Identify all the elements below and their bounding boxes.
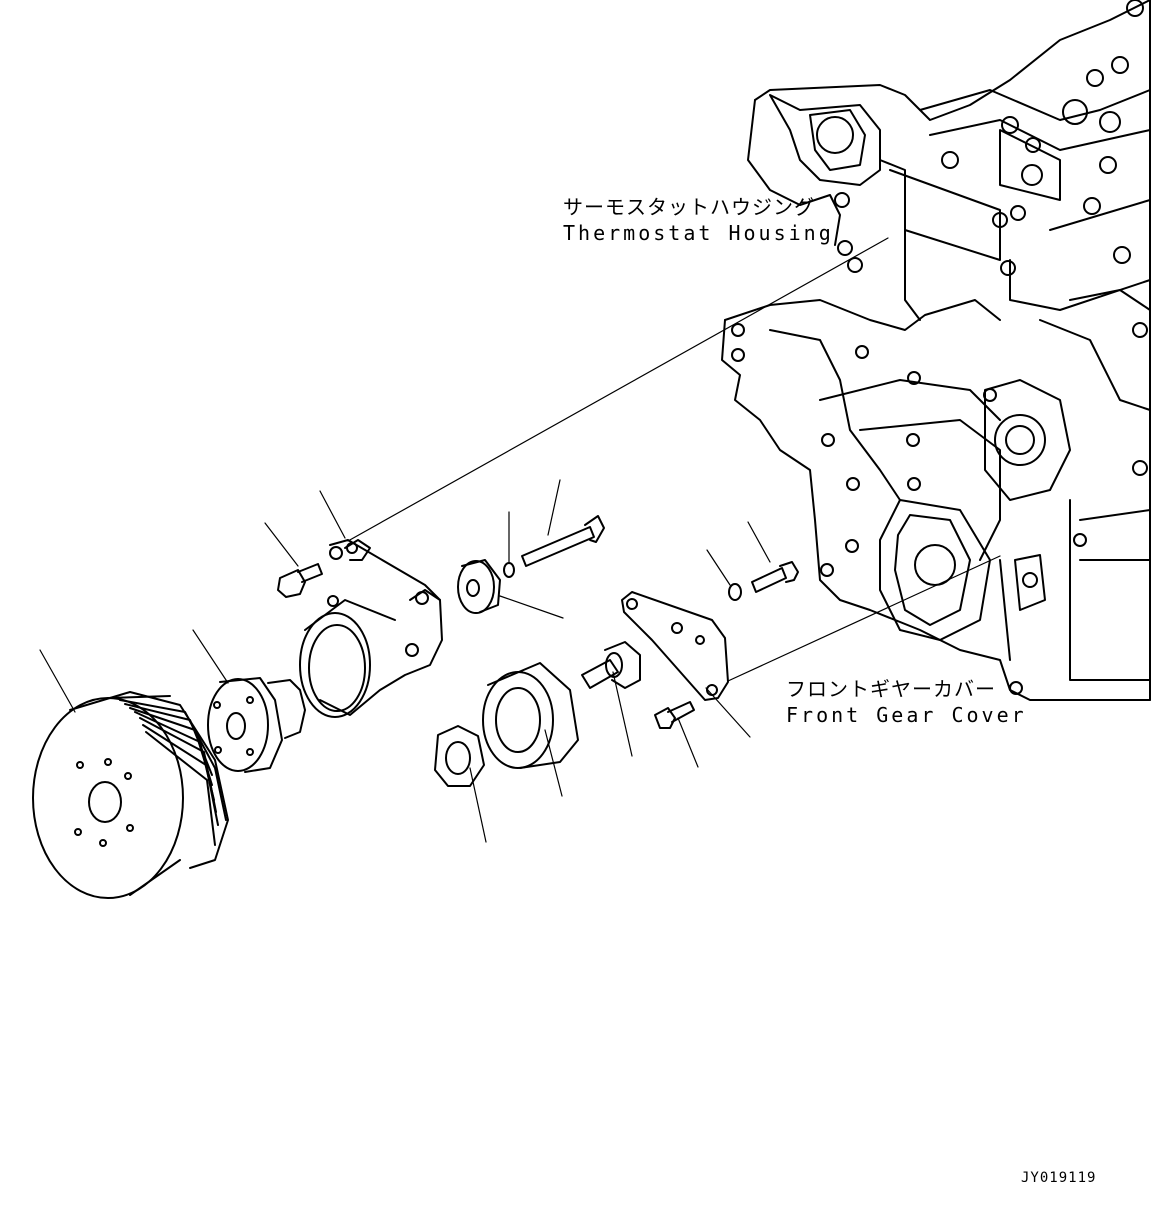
front-gear-cover-label-jp: フロントギヤーカバー (786, 677, 996, 701)
washer-2 (728, 583, 742, 601)
front-gear-cover-label-en: Front Gear Cover (786, 703, 1027, 727)
long-bolt (521, 515, 605, 567)
thermostat-housing-label: サーモスタットハウジング Thermostat Housing (563, 194, 834, 246)
cap-plate (457, 559, 501, 614)
drawing-code: JY019119 (1021, 1170, 1097, 1186)
thermostat-housing-label-en: Thermostat Housing (563, 221, 834, 245)
washer-1 (503, 562, 515, 578)
dust-cover (434, 725, 485, 787)
thermostat-housing-label-jp: サーモスタットハウジング (563, 195, 815, 219)
front-gear-cover-label: フロントギヤーカバー Front Gear Cover (786, 676, 1027, 728)
bolt-3 (654, 701, 695, 729)
assembly-lines (39, 237, 1001, 843)
bolt-2 (751, 561, 799, 593)
engine-block (721, 0, 1151, 701)
idler-pulley (482, 662, 579, 769)
fan-hub (207, 677, 306, 773)
idler-bracket (299, 539, 443, 718)
idler-shaft (581, 641, 641, 689)
crank-pulley (32, 691, 229, 899)
mounting-plate (621, 591, 729, 701)
bolt-1 (277, 563, 323, 598)
